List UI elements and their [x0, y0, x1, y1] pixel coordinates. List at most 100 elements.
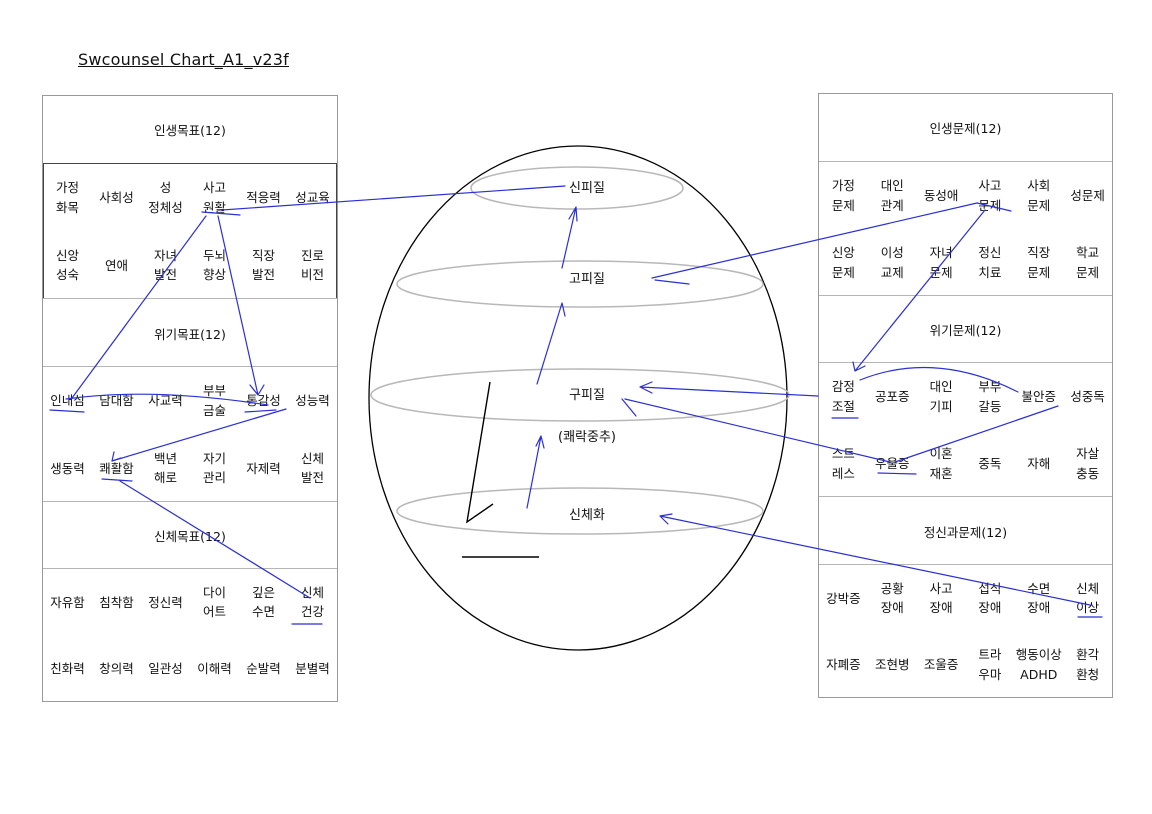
section-header-psychiatric-problems: 정신과문제(12): [819, 496, 1112, 565]
problem-cell: 신체 이상: [1076, 580, 1100, 616]
problem-cell: 수면 장애: [1027, 580, 1051, 616]
goal-cell: 친화력: [50, 661, 85, 677]
sphere-outline: [368, 145, 788, 651]
line-emotion-to-paleocortex: [639, 381, 819, 397]
problem-cell: 공포증: [874, 388, 910, 404]
goal-cell: 사회성: [99, 190, 134, 206]
goal-cell: 성능력: [295, 393, 330, 409]
life-goals-grid: 가정 화목 사회성 성 정체성 사고 원활 적응력 성교육 신앙 성숙 연애 자…: [43, 163, 337, 299]
life-problems-grid: 가정 문제 대인 관계 동성애 사고 문제 사회 문제 성문제 신앙 문제 이성…: [819, 161, 1112, 296]
problem-cell: 사고 장애: [929, 580, 953, 616]
section-header-life-goals: 인생목표(12): [154, 123, 226, 138]
goal-cell: 성교육: [295, 190, 330, 206]
goal-cell: 통감성: [246, 393, 281, 409]
goal-cell: 성 정체성: [148, 180, 183, 215]
problem-cell: 신앙 문제: [831, 245, 855, 280]
problem-cell: 우울증: [874, 455, 910, 471]
layer-ring-paleocortex: [370, 368, 790, 422]
problem-cell: 스트 레스: [831, 446, 855, 481]
goal-cell: 두뇌 향상: [202, 247, 226, 283]
problem-cell: 가정 문제: [831, 178, 855, 213]
goal-cell: 연애: [104, 257, 128, 273]
layer-label-neocortex: 신피질: [569, 181, 605, 196]
problem-cell: 자폐증: [826, 657, 861, 673]
goal-cell: 신앙 성숙: [55, 247, 79, 283]
arrow-up-paleocortex: [536, 302, 566, 385]
problem-cell: 환각 환청: [1076, 647, 1100, 682]
problem-cell: 조현병: [874, 657, 910, 673]
crisis-problems-grid: 감정 조절 공포증 대인 기피 부부 갈등 불안증 성중독 스트 레스 우울증 …: [819, 362, 1112, 497]
goal-cell: 직장 발전: [251, 247, 275, 283]
problem-cell: 자해: [1027, 455, 1051, 471]
layer-ring-somatization: [396, 487, 764, 535]
goal-cell: 생동력: [50, 460, 85, 476]
goal-cell: 인내심: [50, 393, 85, 409]
goal-cell: 자유함: [50, 594, 85, 610]
goal-cell: 다이 어트: [202, 584, 226, 620]
section-header-crisis-goals: 위기목표(12): [43, 298, 337, 367]
problem-cell: 사고 문제: [978, 178, 1002, 213]
problem-cell: 대인 관계: [880, 178, 904, 213]
problem-cell: 섭식 장애: [978, 580, 1002, 616]
goal-cell: 적응력: [246, 190, 281, 206]
black-stroke-vertical: [466, 381, 494, 524]
goal-cell: 일관성: [148, 661, 183, 677]
chart-title: Swcounsel Chart_A1_v23f: [78, 50, 289, 69]
goal-cell: 부부 금술: [202, 383, 226, 418]
body-goals-grid: 자유함 침착함 정신력 다이 어트 깊은 수면 신체 건강 친화력 창의력 일관…: [43, 568, 337, 702]
layer-label-somatization: 신체화: [569, 508, 605, 523]
problem-cell: 부부 갈등: [978, 379, 1002, 414]
goal-cell: 깊은 수면: [251, 584, 275, 620]
goal-cell: 가정 화목: [55, 180, 79, 215]
section-header-body-goals: 신체목표(12): [43, 501, 337, 569]
problem-cell: 트라 우마: [978, 647, 1002, 682]
problem-cell: 행동이상 ADHD: [1015, 647, 1062, 682]
crisis-goals-grid: 인내심 담대함 사교력 부부 금술 통감성 성능력 생동력 쾌활함 백년 해로 …: [43, 366, 337, 502]
problem-cell: 불안증: [1021, 388, 1056, 404]
goal-cell: 사고 원활: [202, 180, 226, 215]
problem-cell: 강박증: [826, 590, 861, 606]
problem-cell: 이성 교제: [880, 245, 904, 280]
goal-cell: 순발력: [246, 661, 281, 677]
arrow-up-archicortex: [561, 206, 578, 269]
goal-cell: 분별력: [295, 661, 330, 677]
problem-cell: 감정 조절: [831, 379, 855, 414]
goal-cell: 자기 관리: [202, 450, 226, 486]
section-header-life-problems: 인생문제(12): [929, 121, 1002, 136]
problem-cell: 중독: [978, 455, 1002, 471]
goal-cell: 백년 해로: [153, 450, 177, 486]
goal-cell: 담대함: [99, 393, 134, 409]
problem-cell: 성문제: [1070, 187, 1105, 203]
layer-label-archicortex: 고피질: [569, 272, 605, 287]
goal-cell: 신체 발전: [300, 450, 324, 486]
problem-cell: 학교 문제: [1076, 245, 1100, 280]
goal-cell: 쾌활함: [99, 460, 134, 476]
section-header-crisis-problems: 위기문제(12): [819, 295, 1112, 363]
layer-ring-neocortex: [470, 166, 684, 210]
goal-cell: 창의력: [99, 661, 134, 677]
layer-ring-archicortex: [396, 260, 764, 308]
problem-cell: 직장 문제: [1027, 245, 1051, 280]
goal-cell: 이해력: [197, 661, 232, 677]
problem-cell: 동성애: [923, 187, 959, 203]
problem-cell: 이혼 재혼: [929, 446, 953, 481]
goal-cell: 사교력: [148, 393, 183, 409]
goal-cell: 진로 비전: [300, 247, 324, 283]
goal-cell: 자녀 발전: [153, 247, 177, 283]
problem-cell: 사회 문제: [1027, 178, 1051, 213]
problem-cell: 자녀 문제: [929, 245, 953, 280]
layer-sublabel-pleasure-center: (쾌락중추): [558, 430, 616, 445]
psychiatric-problems-grid: 강박증 공황 장애 사고 장애 섭식 장애 수면 장애 신체 이상 자폐증 조현…: [819, 564, 1112, 698]
right-problems-panel: 인생문제(12) 가정 문제 대인 관계 동성애 사고 문제 사회 문제 성문제…: [818, 93, 1113, 698]
left-goals-panel: 인생목표(12) 가정 화목 사회성 성 정체성 사고 원활 적응력 성교육 신…: [42, 95, 338, 702]
goal-cell: 정신력: [148, 594, 183, 610]
goal-cell: 자제력: [246, 460, 281, 476]
problem-cell: 자살 충동: [1076, 446, 1100, 481]
arrow-up-somatization: [526, 435, 545, 509]
problem-cell: 대인 기피: [929, 379, 953, 414]
goal-cell: 신체 건강: [300, 584, 324, 620]
problem-cell: 조울증: [923, 657, 959, 673]
problem-cell: 공황 장애: [880, 580, 904, 616]
black-pen-marks: [462, 381, 539, 558]
layer-label-paleocortex: 구피질: [569, 388, 605, 403]
